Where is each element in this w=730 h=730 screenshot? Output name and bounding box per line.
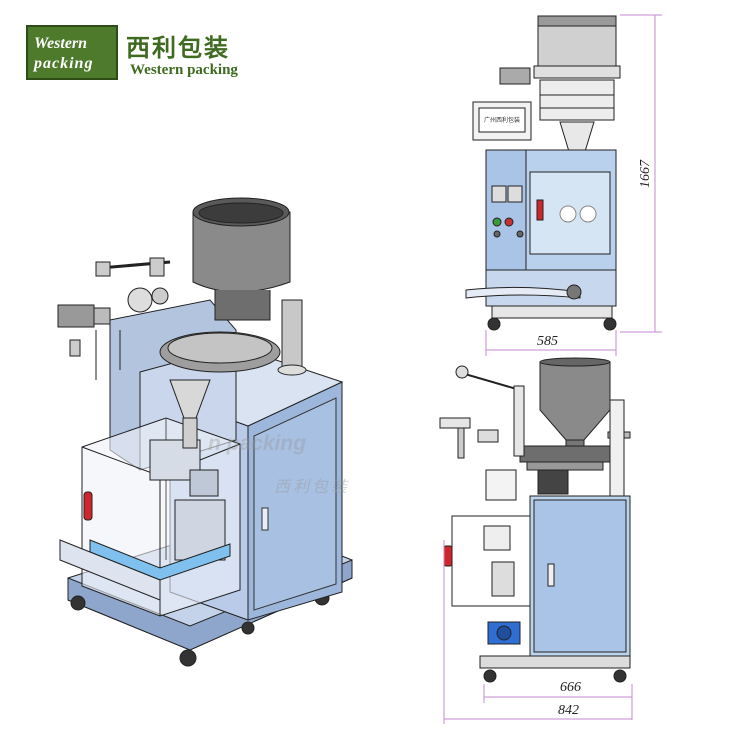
front-button-green [492,217,502,227]
front-motor [499,67,531,85]
dimension-side-inner-width-label: 666 [560,680,581,695]
iso-wheel [241,621,255,635]
logo-text-line1: Western [34,35,88,52]
iso-door-handle [261,507,269,531]
front-button-red [504,217,514,227]
iso-wheel [70,595,86,611]
watermark-english: n packing [208,432,307,455]
iso-cabinet-door [253,397,337,611]
logo-badge: Western packing [26,25,118,80]
side-machine-view [439,357,631,683]
front-output-chute [465,286,581,299]
iso-red-handle [83,491,93,521]
watermark-chinese: 西利包装 [274,477,351,496]
brand-name-english: Western packing [130,62,238,78]
dimension-height-label: 1667 [638,160,653,188]
logo-text-line2: packing [34,55,94,72]
iso-motor [57,304,95,328]
iso-wheel [179,649,197,667]
front-panel-label: 广州西利包装 [484,116,520,124]
side-door-handle [547,563,555,587]
side-film-arm [457,371,521,391]
front-dimension-lines [485,14,662,356]
dimension-side-total-width-label: 842 [558,703,579,718]
side-wheel [613,669,627,683]
iso-support-column [281,299,303,371]
side-dimension-lines [443,540,633,724]
dimension-front-width-label: 585 [537,334,558,349]
front-wheel [487,317,501,331]
front-wheel [603,317,617,331]
side-hopper [539,361,611,441]
side-wheel [483,669,497,683]
isometric-machine-view [57,197,353,667]
front-machine-view: 广州西利包装 [465,15,621,331]
brand-name-chinese: 西利包装 [126,34,230,62]
